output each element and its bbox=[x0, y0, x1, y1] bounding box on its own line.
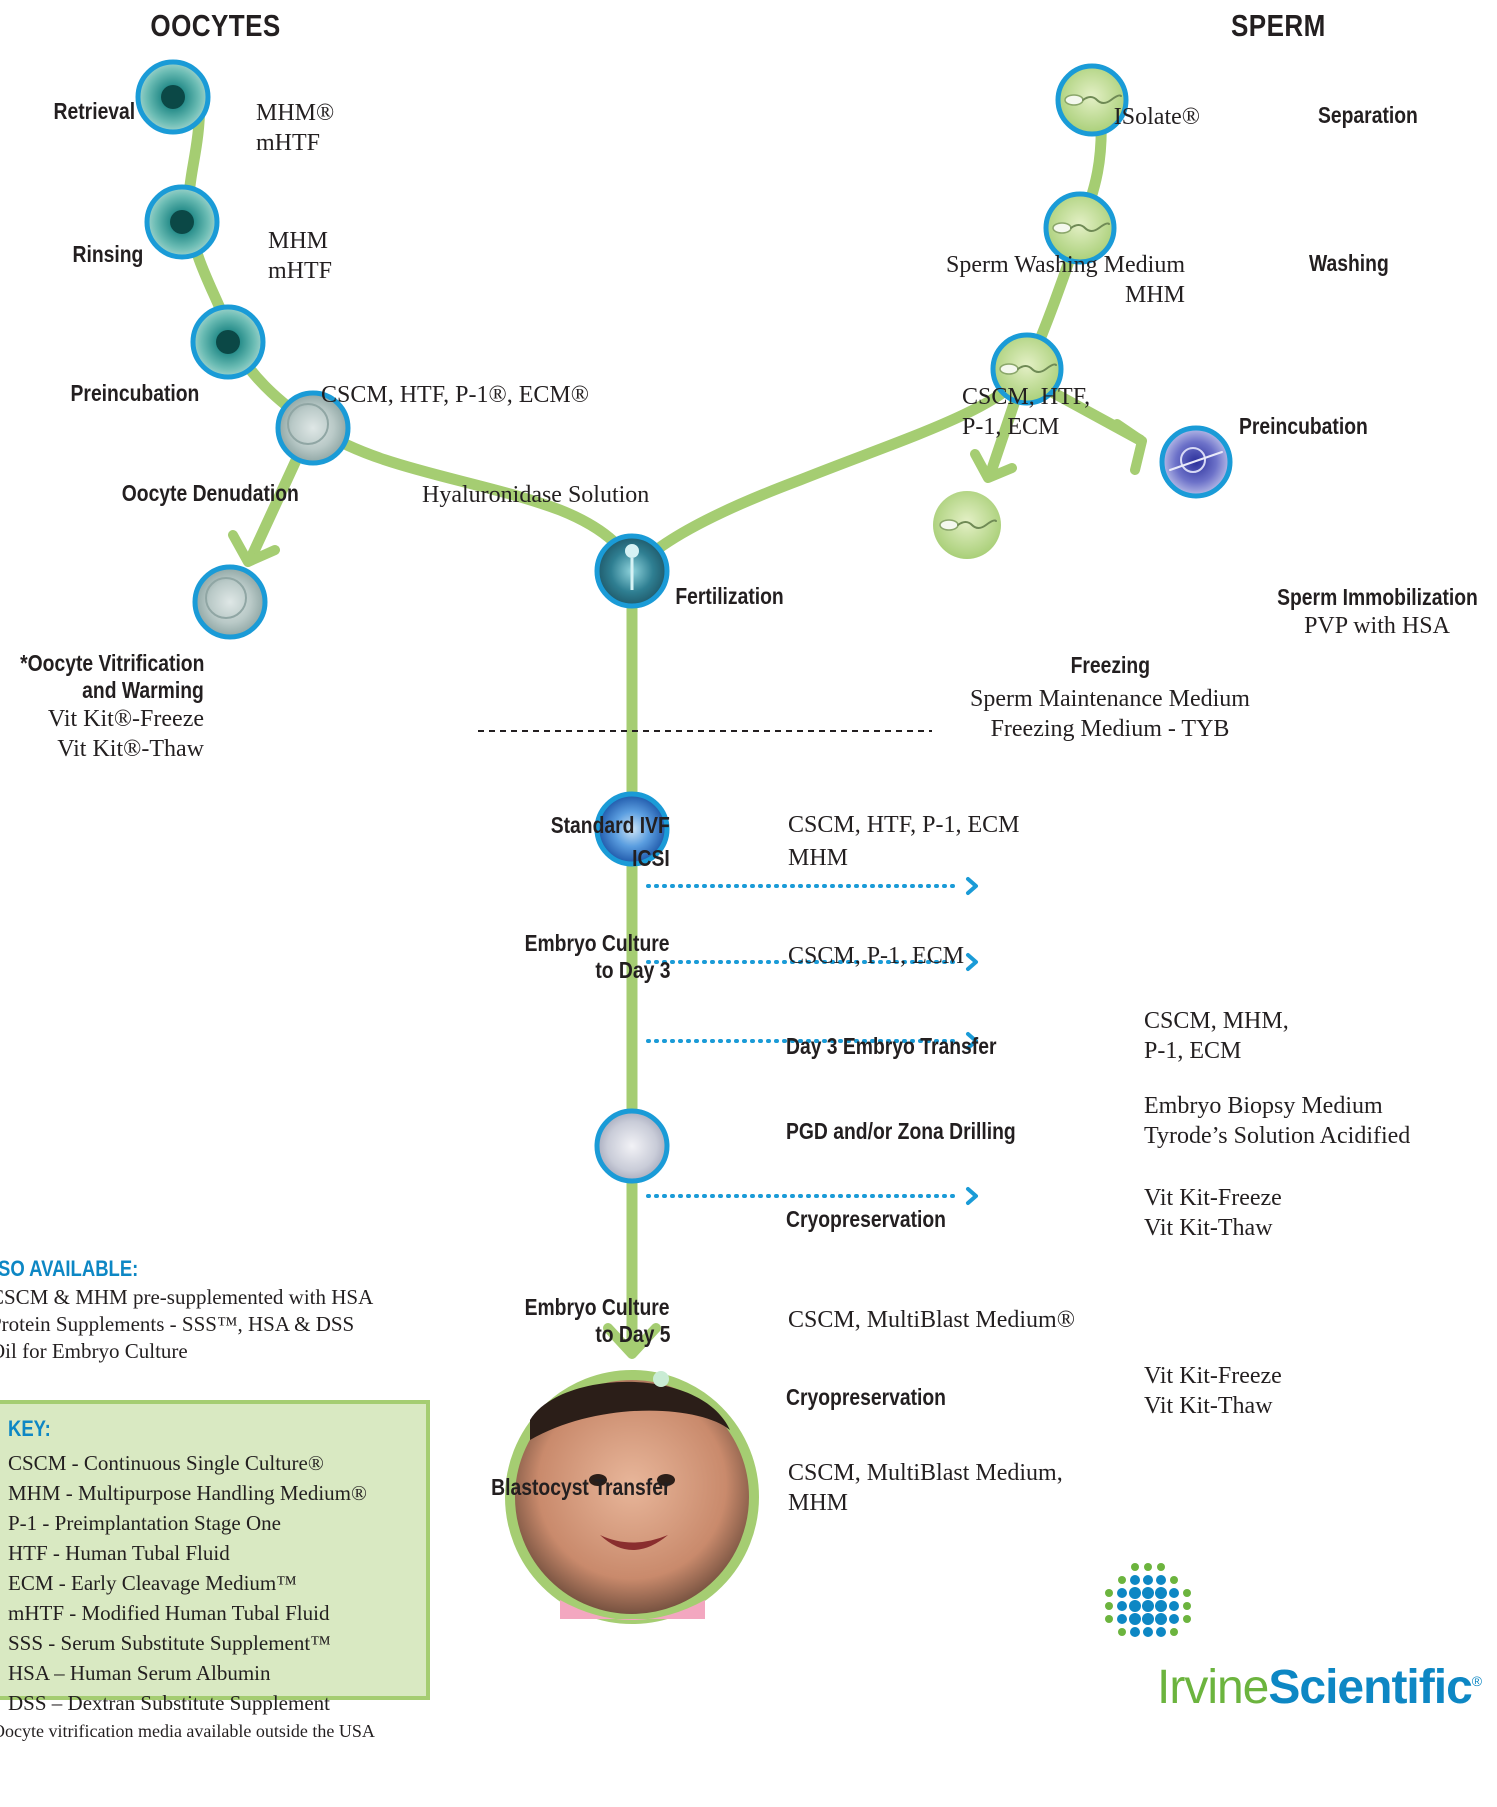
oocyte-preincubation-label: Preincubation bbox=[70, 380, 199, 406]
sperm-preincubation-icon bbox=[990, 332, 1064, 406]
day3-label: Embryo Culture to Day 3 bbox=[525, 930, 670, 983]
separation-media: ISolate® bbox=[1113, 104, 1200, 130]
standard-ivf-media: CSCM, HTF, P-1, ECM bbox=[788, 812, 1020, 838]
freezing-label: Freezing bbox=[1070, 652, 1150, 678]
oocyte-preincubation-media: CSCM, HTF, P-1®, ECM® bbox=[321, 382, 589, 408]
day3-media: CSCM, P-1, ECM bbox=[788, 943, 965, 969]
standard-ivf-label: Standard IVF bbox=[550, 812, 670, 838]
sperm-header: SPERM bbox=[1231, 8, 1326, 43]
key-box: KEY: CSCM - Continuous Single Culture® M… bbox=[0, 1400, 430, 1715]
rinsing-label: Rinsing bbox=[72, 241, 143, 267]
key-title: KEY: bbox=[8, 1416, 51, 1441]
chevron-right-icon bbox=[966, 953, 978, 971]
blastocyst-media: CSCM, MultiBlast Medium,MHM bbox=[788, 1460, 1063, 1516]
chevron-right-icon bbox=[966, 877, 978, 895]
sperm-icon bbox=[939, 519, 997, 531]
oocyte-rinsing-icon bbox=[144, 184, 220, 260]
oocytes-header: OOCYTES bbox=[150, 8, 281, 43]
icsi-media: MHM bbox=[788, 845, 849, 871]
irvine-scientific-logo: IrvineScientific® bbox=[1157, 1661, 1482, 1714]
arrowhead-blastocyst bbox=[603, 1323, 661, 1359]
also-available-title: SO AVAILABLE: bbox=[0, 1256, 139, 1281]
chevron-right-icon bbox=[966, 1187, 978, 1205]
vitrification-label: *Oocyte Vitrification and Warming bbox=[19, 650, 204, 703]
oocyte-denudation-icon bbox=[275, 390, 351, 466]
day5-label: Embryo Culture to Day 5 bbox=[525, 1294, 670, 1347]
baby-photo bbox=[505, 1370, 759, 1624]
list-item: CSCM & MHM pre-supplemented with HSA bbox=[0, 1285, 374, 1309]
embryo-day5-icon bbox=[594, 1108, 670, 1184]
day3-transfer-label: Day 3 Embryo Transfer bbox=[786, 1033, 997, 1059]
fertilization-label: Fertilization bbox=[675, 583, 785, 609]
sperm-preincubation-media: CSCM, HTF,P-1, ECM bbox=[962, 384, 1091, 440]
denudation-label: Oocyte Denudation bbox=[121, 480, 299, 506]
day3-transfer-media: CSCM, MHM,P-1, ECM bbox=[1144, 1008, 1289, 1064]
icsi-label: ICSI bbox=[632, 845, 670, 871]
dotted-arrowheads bbox=[966, 877, 978, 1205]
retrieval-label: Retrieval bbox=[53, 98, 135, 124]
denudation-media: Hyaluronidase Solution bbox=[422, 482, 650, 508]
sperm-icon bbox=[1064, 94, 1122, 106]
arrowhead-vitrification bbox=[228, 530, 280, 567]
list-item: SSS - Serum Substitute Supplement™ bbox=[8, 1631, 331, 1655]
sperm-squiggles bbox=[939, 94, 1223, 531]
list-item: Protein Supplements - SSS™, HSA & DSS bbox=[0, 1312, 355, 1336]
sperm-washing-icon bbox=[1043, 191, 1117, 265]
oocyte-retrieval-icon bbox=[135, 59, 211, 135]
arrowheads bbox=[228, 419, 1147, 1359]
fertilization-icon bbox=[594, 533, 670, 609]
list-item: DSS – Dextran Substitute Supplement bbox=[8, 1691, 330, 1715]
list-item: ECM - Early Cleavage Medium™ bbox=[8, 1571, 297, 1595]
list-item: CSCM - Continuous Single Culture® bbox=[8, 1451, 324, 1475]
sperm-icon bbox=[1169, 447, 1223, 473]
cryo-day5-label: Cryopreservation bbox=[786, 1384, 946, 1410]
dotted-arrows bbox=[646, 884, 960, 1198]
separation-label: Separation bbox=[1318, 102, 1418, 128]
day5-media: CSCM, MultiBlast Medium® bbox=[788, 1307, 1075, 1333]
also-available-list: CSCM & MHM pre-supplemented with HSA Pro… bbox=[0, 1284, 373, 1365]
cryo-day3-label: Cryopreservation bbox=[786, 1206, 946, 1232]
also-available: SO AVAILABLE: CSCM & MHM pre-supplemente… bbox=[0, 1256, 373, 1365]
sperm-separation-icon bbox=[1055, 63, 1129, 137]
immobilization-label: Sperm Immobilization bbox=[1276, 584, 1478, 610]
arrowhead-freezing bbox=[970, 449, 1017, 483]
immobilization-media: PVP with HSA bbox=[1304, 613, 1450, 639]
list-item: Oil for Embryo Culture bbox=[0, 1339, 188, 1363]
list-item: MHM - Multipurpose Handling Medium® bbox=[8, 1481, 367, 1505]
oocyte-vitrification-icon bbox=[192, 564, 268, 640]
retrieval-media: MHM®mHTF bbox=[256, 100, 335, 156]
list-item: P-1 - Preimplantation Stage One bbox=[8, 1511, 281, 1535]
key-list: CSCM - Continuous Single Culture® MHM - … bbox=[8, 1448, 367, 1718]
washing-label: Washing bbox=[1309, 250, 1389, 276]
oocyte-preincubation-icon bbox=[190, 304, 266, 380]
sperm-icon bbox=[1052, 222, 1110, 234]
pgd-label: PGD and/or Zona Drilling bbox=[786, 1118, 1016, 1144]
sperm-freezing-icon bbox=[933, 491, 1001, 559]
sperm-preincubation-label: Preincubation bbox=[1239, 413, 1368, 439]
sperm-icon bbox=[999, 363, 1057, 375]
blastocyst-label: Blastocyst Transfer bbox=[490, 1474, 670, 1500]
embryo-day3-icon bbox=[594, 791, 670, 867]
immobilization-block: Sperm Immobilization PVP with HSA bbox=[1237, 584, 1497, 641]
logo-mark bbox=[1105, 1563, 1191, 1637]
chevron-right-icon bbox=[966, 1032, 978, 1050]
list-item: HTF - Human Tubal Fluid bbox=[8, 1541, 230, 1565]
arrowhead-immobilization bbox=[1112, 419, 1147, 475]
footnote: Oocyte vitrification media available out… bbox=[0, 1721, 375, 1741]
list-item: mHTF - Modified Human Tubal Fluid bbox=[8, 1601, 330, 1625]
list-item: HSA – Human Serum Albumin bbox=[8, 1661, 271, 1685]
